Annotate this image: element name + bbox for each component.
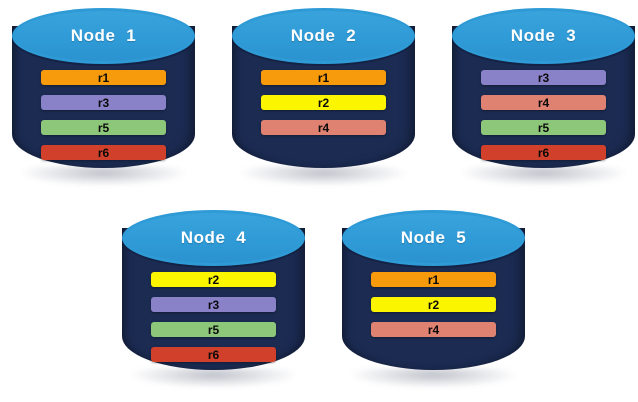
node-title: Node 2 [290, 26, 357, 45]
node-title: Node 5 [400, 228, 467, 247]
replica-bar-r2[interactable]: r2 [151, 272, 276, 287]
cylinder-top-ellipse [452, 8, 635, 64]
replica-bar-list: r2 r3 r5 r6 [122, 266, 305, 362]
replica-bar-list: r1 r2 r4 [342, 266, 525, 337]
replica-bar-r4[interactable]: r4 [481, 95, 606, 110]
database-node-4[interactable]: Node 4 r2 r3 r5 r6 [122, 210, 305, 388]
replica-bar-r3[interactable]: r3 [151, 297, 276, 312]
cylinder-top-highlight [345, 213, 522, 263]
replica-bar-r4[interactable]: r4 [261, 120, 386, 135]
database-node-2[interactable]: Node 2 r1 r2 r4 [232, 8, 415, 186]
replica-bar-list: r1 r3 r5 r6 [12, 64, 195, 160]
replica-bar-r1[interactable]: r1 [41, 70, 166, 85]
replica-bar-r6[interactable]: r6 [151, 347, 276, 362]
replica-bar-r2[interactable]: r2 [371, 297, 496, 312]
replica-bar-r1[interactable]: r1 [371, 272, 496, 287]
cylinder-top-highlight [125, 213, 302, 263]
database-node-1[interactable]: Node 1 r1 r3 r5 r6 [12, 8, 195, 186]
cylinder-drop-shadow [350, 368, 517, 388]
replica-bar-r3[interactable]: r3 [481, 70, 606, 85]
cylinder-top-highlight [235, 11, 412, 61]
node-title: Node 1 [70, 26, 137, 45]
cylinder-drop-shadow [240, 166, 407, 186]
replica-bar-r5[interactable]: r5 [41, 120, 166, 135]
node-title: Node 4 [180, 228, 247, 247]
cylinder-top-highlight [455, 11, 632, 61]
cylinder-top-ellipse [232, 8, 415, 64]
replica-bar-r6[interactable]: r6 [481, 145, 606, 160]
replica-bar-list: r3 r4 r5 r6 [452, 64, 635, 160]
cylinder-drop-shadow [130, 368, 297, 388]
cylinder-top-ellipse [122, 210, 305, 266]
cylinder-drop-shadow [460, 166, 627, 186]
database-node-5[interactable]: Node 5 r1 r2 r4 [342, 210, 525, 388]
replica-bar-r5[interactable]: r5 [481, 120, 606, 135]
cylinder-drop-shadow [20, 166, 187, 186]
replica-bar-r2[interactable]: r2 [261, 95, 386, 110]
replica-bar-r6[interactable]: r6 [41, 145, 166, 160]
database-node-3[interactable]: Node 3 r3 r4 r5 r6 [452, 8, 635, 186]
node-title: Node 3 [510, 26, 577, 45]
replica-bar-list: r1 r2 r4 [232, 64, 415, 135]
replica-bar-r1[interactable]: r1 [261, 70, 386, 85]
replica-bar-r4[interactable]: r4 [371, 322, 496, 337]
replica-bar-r5[interactable]: r5 [151, 322, 276, 337]
cylinder-top-highlight [15, 11, 192, 61]
replica-bar-r3[interactable]: r3 [41, 95, 166, 110]
cylinder-top-ellipse [12, 8, 195, 64]
cylinder-top-ellipse [342, 210, 525, 266]
